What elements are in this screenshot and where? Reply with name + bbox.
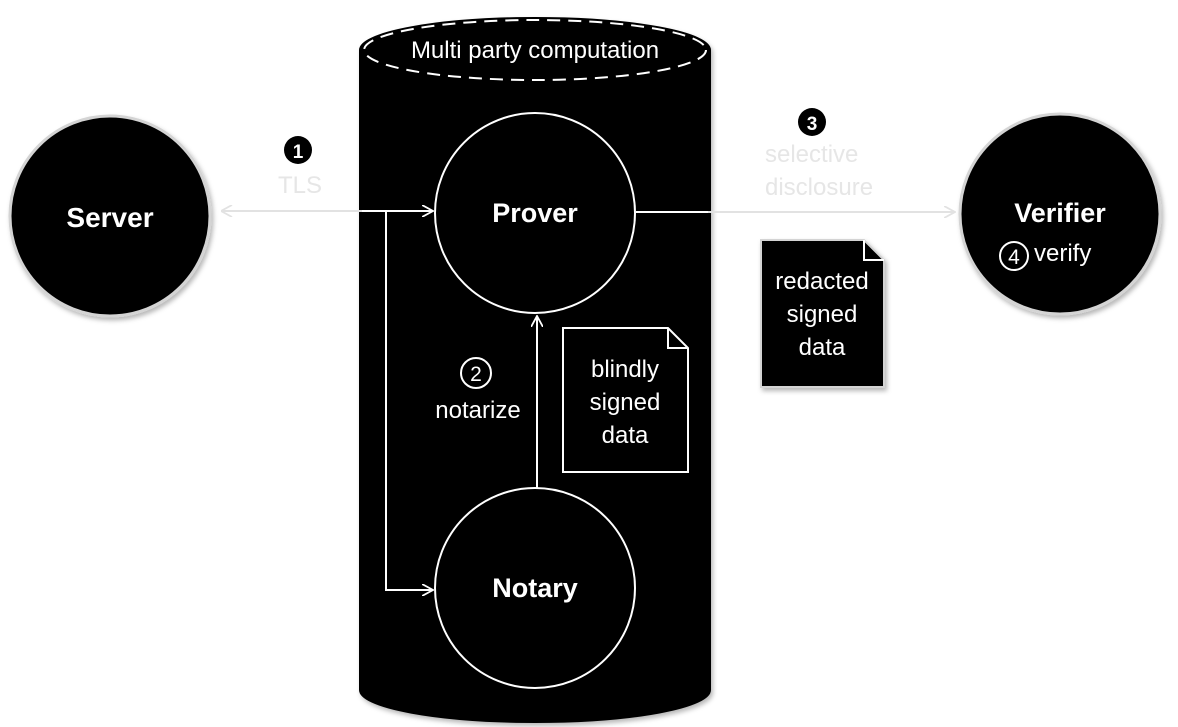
server-label: Server (66, 202, 153, 233)
tls-step-number: 1 (293, 142, 304, 163)
redacted-doc-line2: signed (787, 301, 858, 328)
blind-doc-line3: data (602, 422, 649, 449)
disclosure-step-badge (798, 108, 826, 136)
verify-step-number: 4 (1008, 246, 1020, 269)
redacted-doc-line3: data (799, 334, 846, 361)
server-node: Server (8, 114, 212, 318)
disclosure-step-label-line2: disclosure (765, 174, 873, 201)
blind-doc-line1: blindly (591, 356, 659, 383)
redacted-doc-line1: redacted (775, 268, 868, 295)
mpc-label: Multi party computation (411, 37, 659, 64)
prover-label: Prover (492, 198, 578, 228)
tls-step: 1 TLS (278, 136, 322, 199)
disclosure-step: 3 selective disclosure (765, 108, 873, 201)
notarize-step-label: notarize (435, 397, 520, 424)
tls-arrow-to-notary (385, 211, 433, 590)
notarize-step-number: 2 (470, 363, 482, 386)
verify-step-label: verify (1034, 240, 1091, 267)
tls-step-badge (284, 136, 312, 164)
disclosure-step-label-line1: selective (765, 141, 858, 168)
notary-label: Notary (492, 573, 578, 603)
verify-step-badge (999, 241, 1029, 271)
verifier-label: Verifier (1014, 198, 1106, 228)
notary-node: Notary (434, 487, 636, 689)
blind-doc-line2: signed (590, 389, 661, 416)
disclosure-step-number: 3 (807, 114, 818, 135)
prover-node: Prover (434, 112, 636, 314)
notarize-step-badge (460, 357, 492, 389)
redacted-signed-document: redacted signed data (760, 239, 885, 388)
tls-step-label: TLS (278, 172, 322, 199)
notarize-step: 2 notarize (435, 357, 521, 424)
verifier-node: Verifier 4 verify (958, 112, 1162, 316)
blind-signed-document: blindly signed data (562, 327, 689, 473)
